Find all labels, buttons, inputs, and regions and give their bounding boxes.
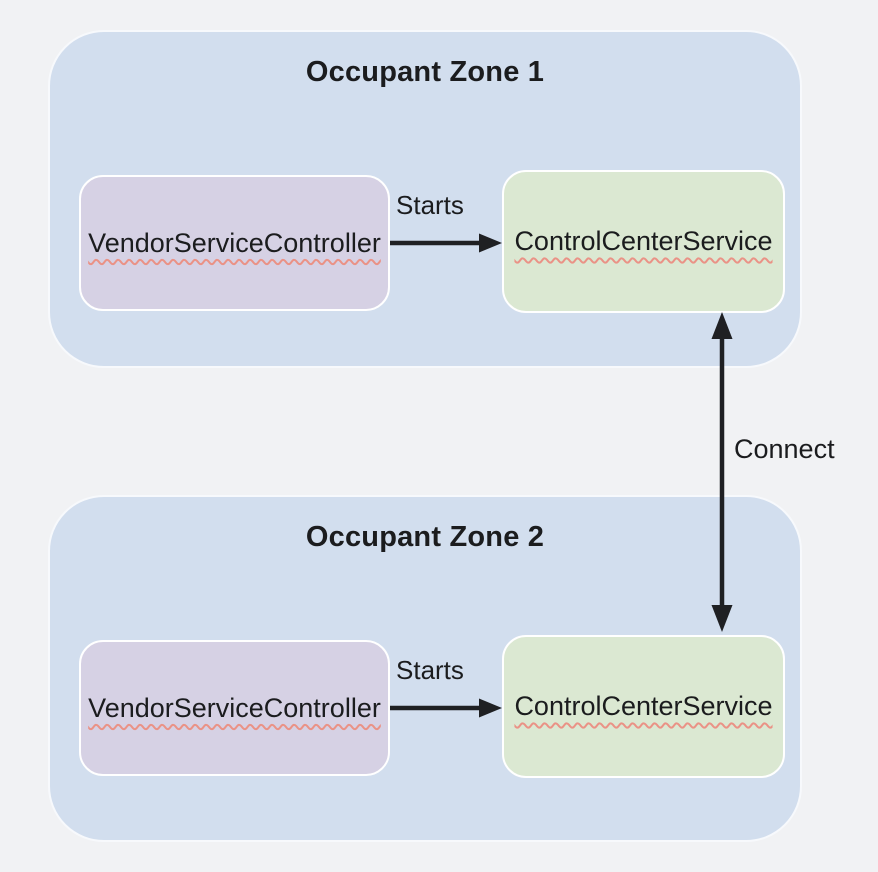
zone-2-title: Occupant Zone 2 [305, 521, 545, 553]
vendor-service-controller-label: VendorServiceController [88, 227, 381, 258]
occupant-zone-2: Occupant Zone 2 VendorServiceController … [48, 495, 802, 842]
starts-label-1: Starts [396, 190, 464, 220]
vendor-service-controller-box-2: VendorServiceController [79, 640, 390, 776]
control-center-service-box-2: ControlCenterService [502, 635, 785, 778]
starts-label-2: Starts [396, 655, 464, 685]
connect-double-arrow-icon [711, 312, 733, 632]
starts-arrow-icon [390, 233, 502, 253]
zone-1-title: Occupant Zone 1 [305, 56, 545, 88]
connect-label: Connect [734, 434, 835, 464]
vendor-service-controller-box-1: VendorServiceController [79, 175, 390, 311]
control-center-service-label: ControlCenterService [514, 691, 773, 721]
control-center-service-box-1: ControlCenterService [502, 170, 785, 313]
control-center-service-label: ControlCenterService [514, 226, 773, 256]
occupant-zone-1: Occupant Zone 1 VendorServiceController … [48, 30, 802, 368]
starts-arrow-icon [390, 698, 502, 718]
vendor-service-controller-label: VendorServiceController [88, 692, 381, 723]
